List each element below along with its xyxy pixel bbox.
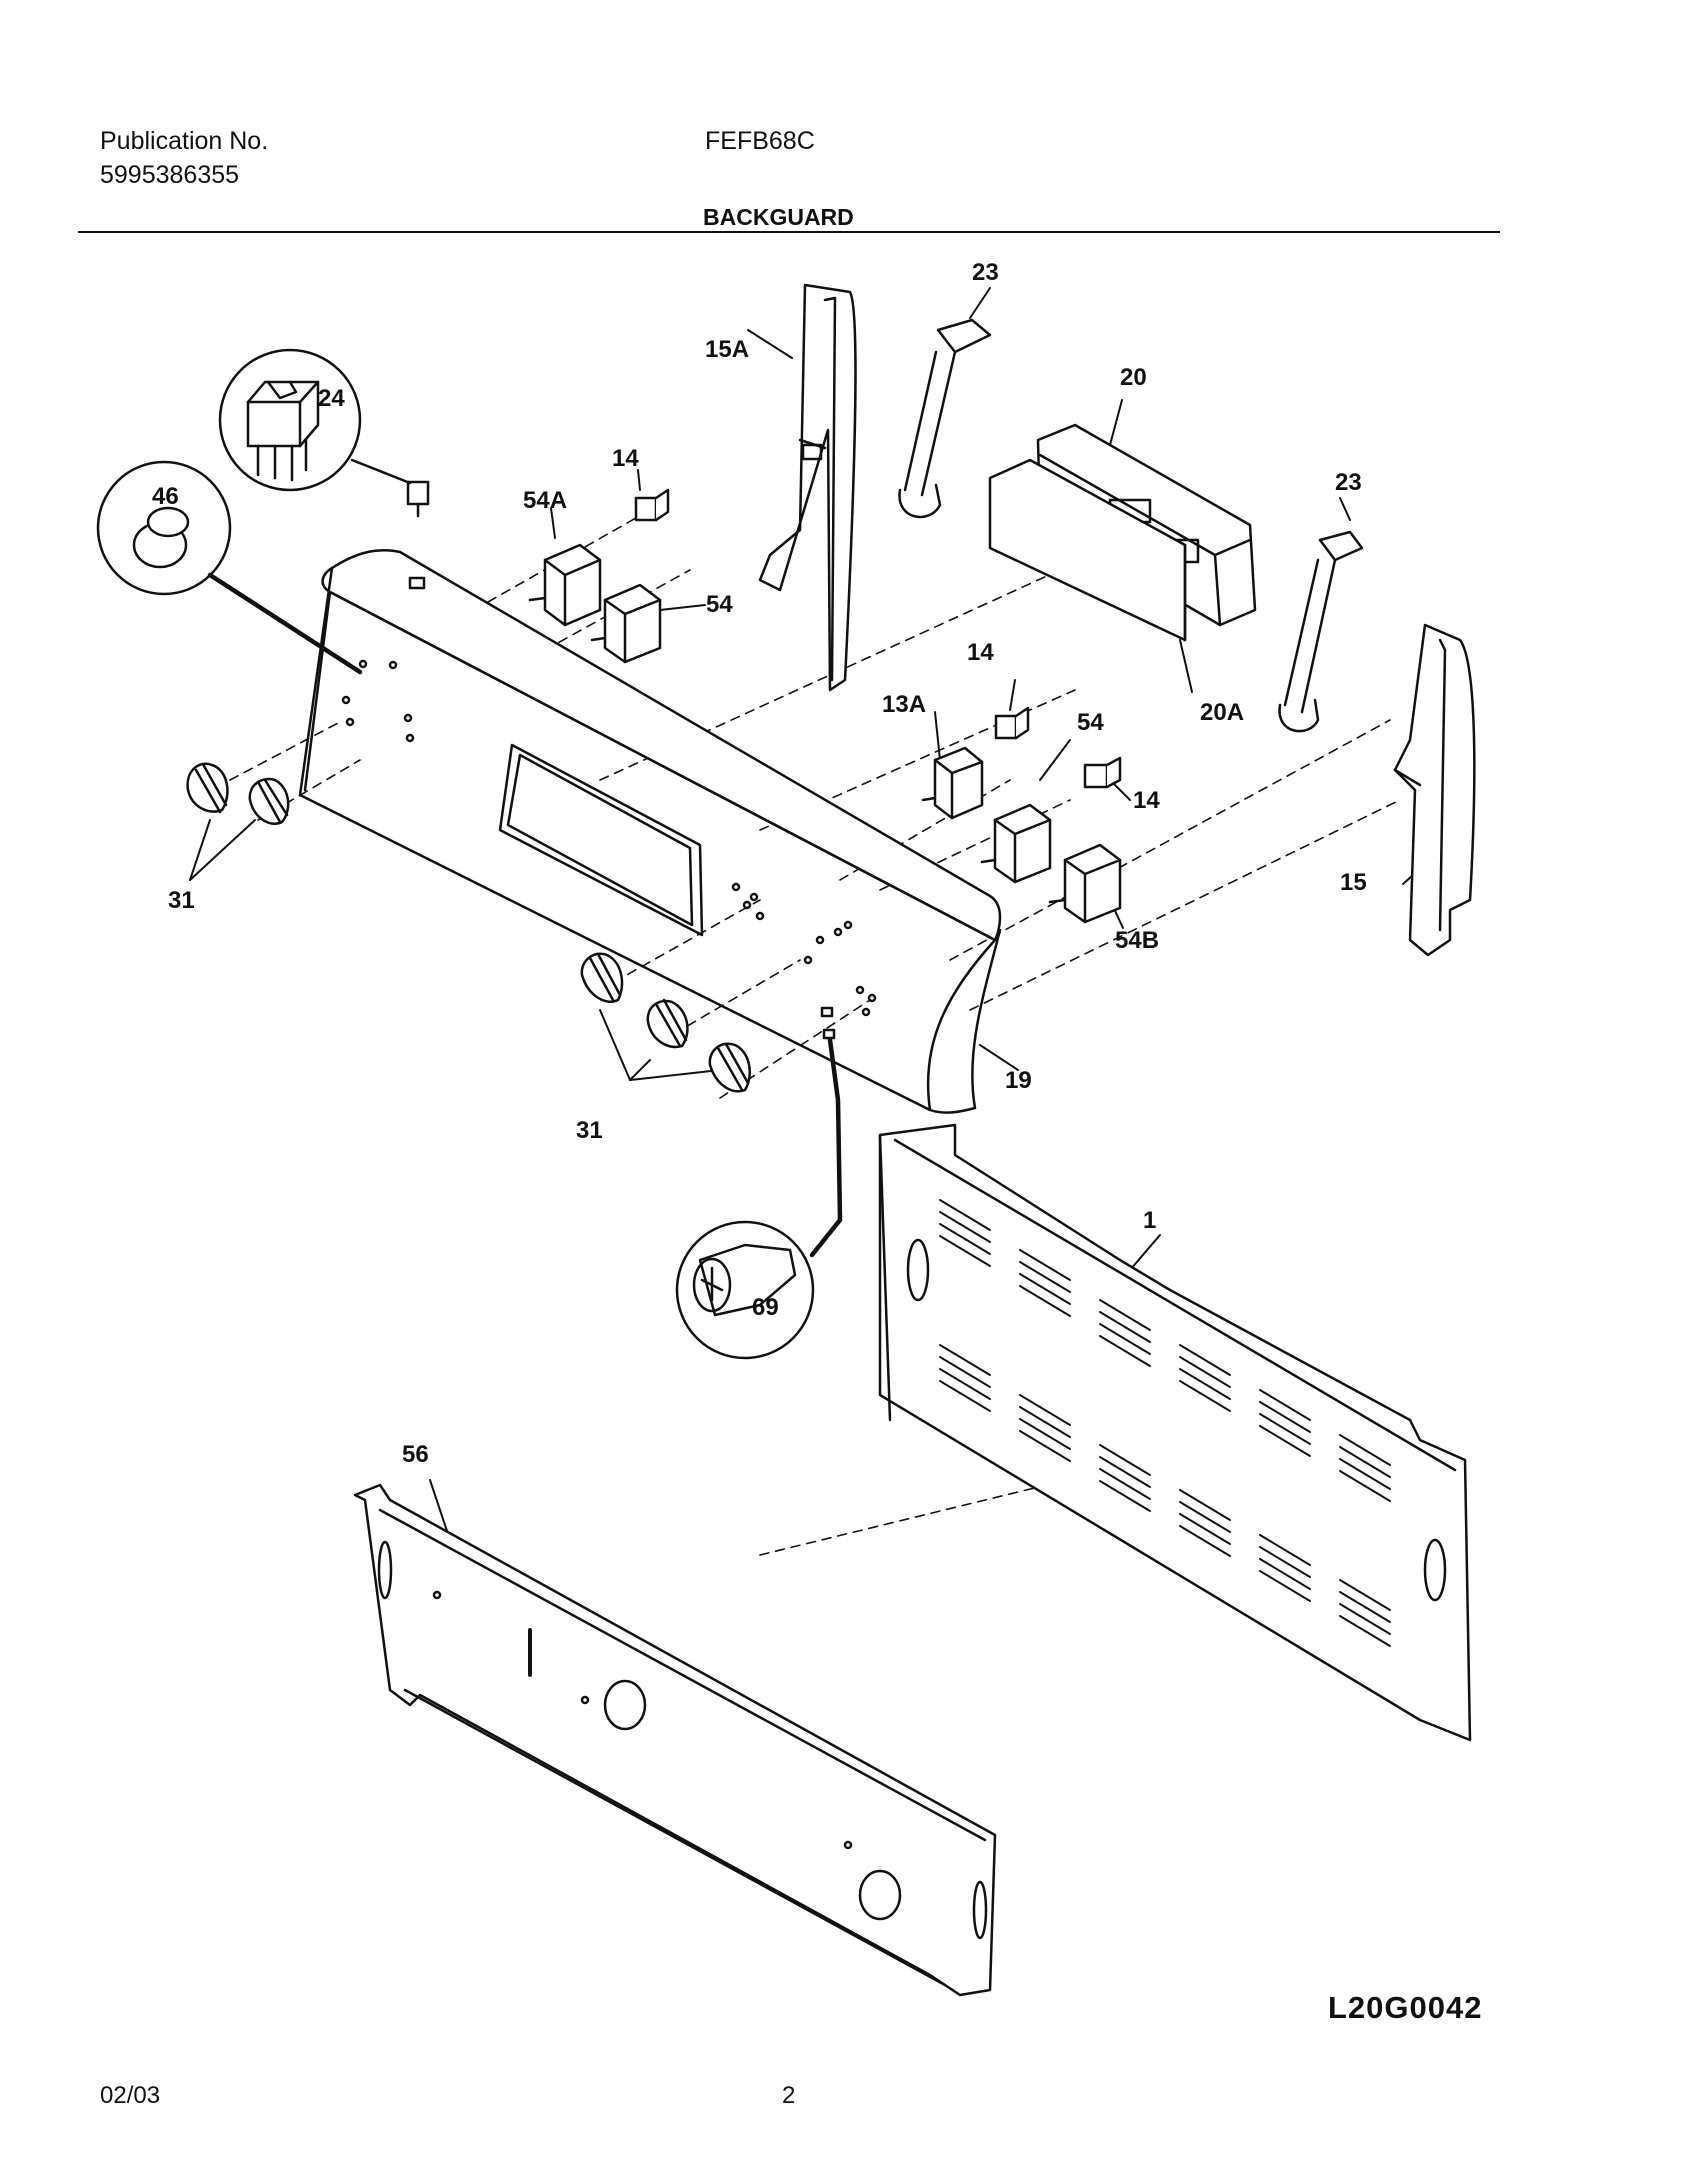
small-switches [634,488,1122,789]
callout-23-right: 23 [1335,469,1362,496]
footer-date: 02/03 [100,2082,161,2109]
section-title: BACKGUARD [703,204,854,230]
callout-15: 15 [1340,869,1367,896]
infinite-switches [528,543,1122,924]
right-end-bracket [1393,623,1476,957]
callout-56: 56 [402,1441,429,1468]
callout-31-bottom: 31 [576,1117,603,1144]
left-end-bracket [758,283,857,692]
callout-69: 69 [752,1294,779,1321]
upper-wire-bracket [898,318,992,519]
callout-54-upper: 54 [706,591,733,618]
callout-31-left: 31 [168,887,195,914]
model-number: FEFB68C [705,127,815,155]
callout-46: 46 [152,483,179,510]
publication-number: 5995386355 [100,161,240,189]
callout-20A: 20A [1200,699,1245,726]
callout-14-top: 14 [612,445,639,472]
callout-13A: 13A [882,691,927,718]
callout-14-right: 14 [1133,787,1160,814]
callout-leader-lines [189,287,1431,1541]
callout-1: 1 [1143,1207,1157,1234]
rocker-switch-detail [218,348,430,518]
control-knobs [186,762,751,1093]
callout-19: 19 [1005,1067,1032,1094]
publication-label: Publication No. [100,127,269,155]
electronic-oven-control [988,423,1257,642]
callout-15A: 15A [705,336,750,363]
callout-54B: 54B [1115,927,1160,954]
screw-detail [675,1037,843,1360]
lower-rear-cover [353,1483,997,1997]
knob-cap-detail [96,460,363,675]
header-rule [78,231,1500,233]
footer-page-number: 2 [782,2082,796,2109]
callout-24: 24 [318,385,345,412]
callout-14-mid: 14 [967,639,994,666]
callout-54A: 54A [523,487,568,514]
drawing-number: L20G0042 [1328,1990,1483,2025]
callout-20: 20 [1120,364,1147,391]
callout-54-mid: 54 [1077,709,1104,736]
callout-23-top: 23 [972,259,999,286]
rear-access-panel [878,1123,1472,1742]
lower-wire-bracket [1278,530,1364,733]
control-panel-backguard [298,549,1002,1114]
